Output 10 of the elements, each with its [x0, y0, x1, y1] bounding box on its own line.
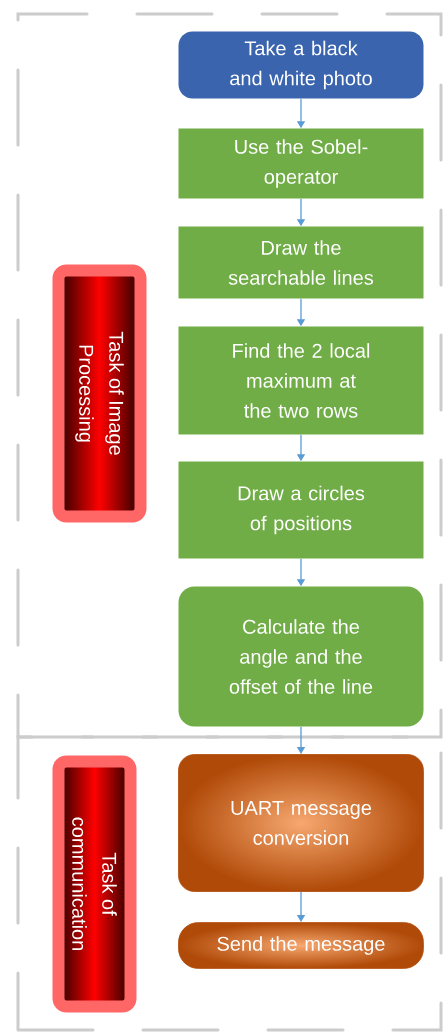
process-box: Calculate the angle and the offset of the line [178, 586, 424, 727]
group-label: Task of communication [52, 755, 137, 1013]
process-box: UART message conversion [178, 754, 424, 892]
process-box: Find the 2 local maximum at the two rows [178, 326, 424, 435]
end-box: Send the message [178, 922, 424, 969]
process-box: Use the Sobel-operator [178, 128, 424, 199]
group-label: Task of Image Processing [52, 264, 147, 523]
start-box: Take a black and white photo [178, 31, 424, 99]
process-box: Draw the searchable lines [178, 226, 424, 299]
process-box: Draw a circles of positions [178, 461, 424, 559]
